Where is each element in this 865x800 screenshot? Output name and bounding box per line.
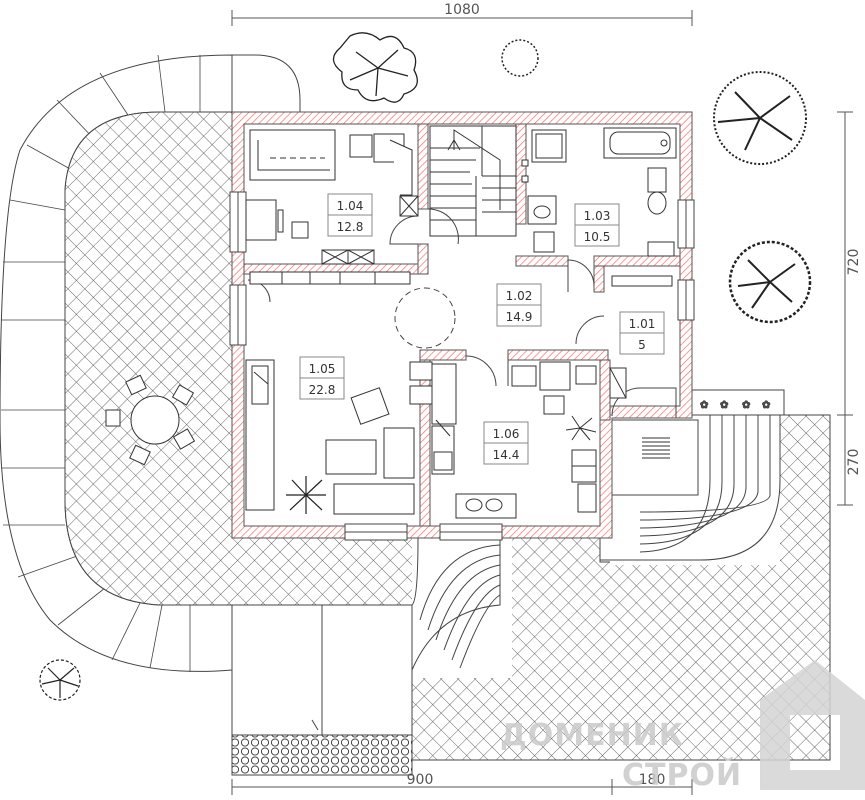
room-label-1-05: 1.05 22.8 [299, 356, 345, 400]
terrace-paving [64, 111, 436, 606]
room-label-1-01: 1.01 5 [619, 311, 665, 355]
dim-right-upper: 720 [846, 249, 862, 276]
watermark-logo [760, 660, 865, 790]
dim-bottom-right: 180 [639, 772, 666, 788]
furniture-hall [609, 275, 673, 399]
room-area: 14.4 [493, 448, 520, 462]
room-label-1-04: 1.04 12.8 [327, 193, 373, 237]
furniture-living [245, 359, 433, 515]
tree-right-1 [713, 71, 807, 165]
svg-text:✿: ✿ [742, 400, 750, 411]
svg-text:✿: ✿ [762, 400, 770, 411]
room-label-1-02: 1.02 14.9 [496, 283, 542, 327]
room-id: 1.04 [337, 199, 364, 213]
svg-text:✿: ✿ [720, 400, 728, 411]
tree-small-bottom [39, 659, 81, 701]
outdoor-table [105, 374, 196, 466]
tree-small-top [501, 39, 539, 77]
tree-shrub-top [332, 32, 418, 103]
entry-walk [231, 604, 413, 776]
south-steps [411, 537, 512, 680]
room-area: 10.5 [584, 230, 611, 244]
east-steps: ✿ ✿ ✿ ✿ [600, 389, 785, 565]
dimension-lines [231, 10, 853, 795]
furniture-kitchen [431, 361, 597, 519]
palm-plant [286, 476, 326, 514]
tree-right-2 [728, 240, 812, 324]
wardrobe [249, 271, 411, 285]
furniture-bedroom [245, 129, 419, 265]
boot-scraper [642, 437, 670, 459]
room-id: 1.05 [309, 362, 336, 376]
room-id: 1.01 [629, 317, 656, 331]
room-area: 22.8 [309, 383, 336, 397]
kitchen-plant [565, 415, 597, 441]
watermark-line1: ДОМЕНИК [500, 718, 684, 753]
gravel-strip [231, 734, 413, 776]
planter-box [691, 389, 785, 416]
dim-bottom-left: 900 [407, 772, 434, 788]
furniture-bathroom [521, 127, 677, 257]
staircase [429, 125, 517, 237]
room-id: 1.06 [493, 427, 520, 441]
windows [229, 191, 695, 541]
svg-text:✿: ✿ [700, 400, 708, 411]
terrace-deck-rays [1, 54, 201, 672]
room-area: 14.9 [506, 310, 533, 324]
room-label-1-03: 1.03 10.5 [574, 203, 620, 247]
room-label-1-06: 1.06 14.4 [483, 421, 529, 465]
room-area: 5 [638, 338, 646, 352]
watermark-line2: СТРОЙ [622, 757, 742, 793]
room-area: 12.8 [337, 220, 364, 234]
terrace-deck-outer [231, 54, 301, 113]
dim-right-lower: 270 [846, 449, 862, 476]
dim-top-width: 1080 [444, 2, 480, 18]
watermark: ДОМЕНИК СТРОЙ [500, 660, 865, 793]
terrace-left [0, 54, 436, 672]
room-id: 1.02 [506, 289, 533, 303]
room-id: 1.03 [584, 209, 611, 223]
house [229, 111, 695, 541]
